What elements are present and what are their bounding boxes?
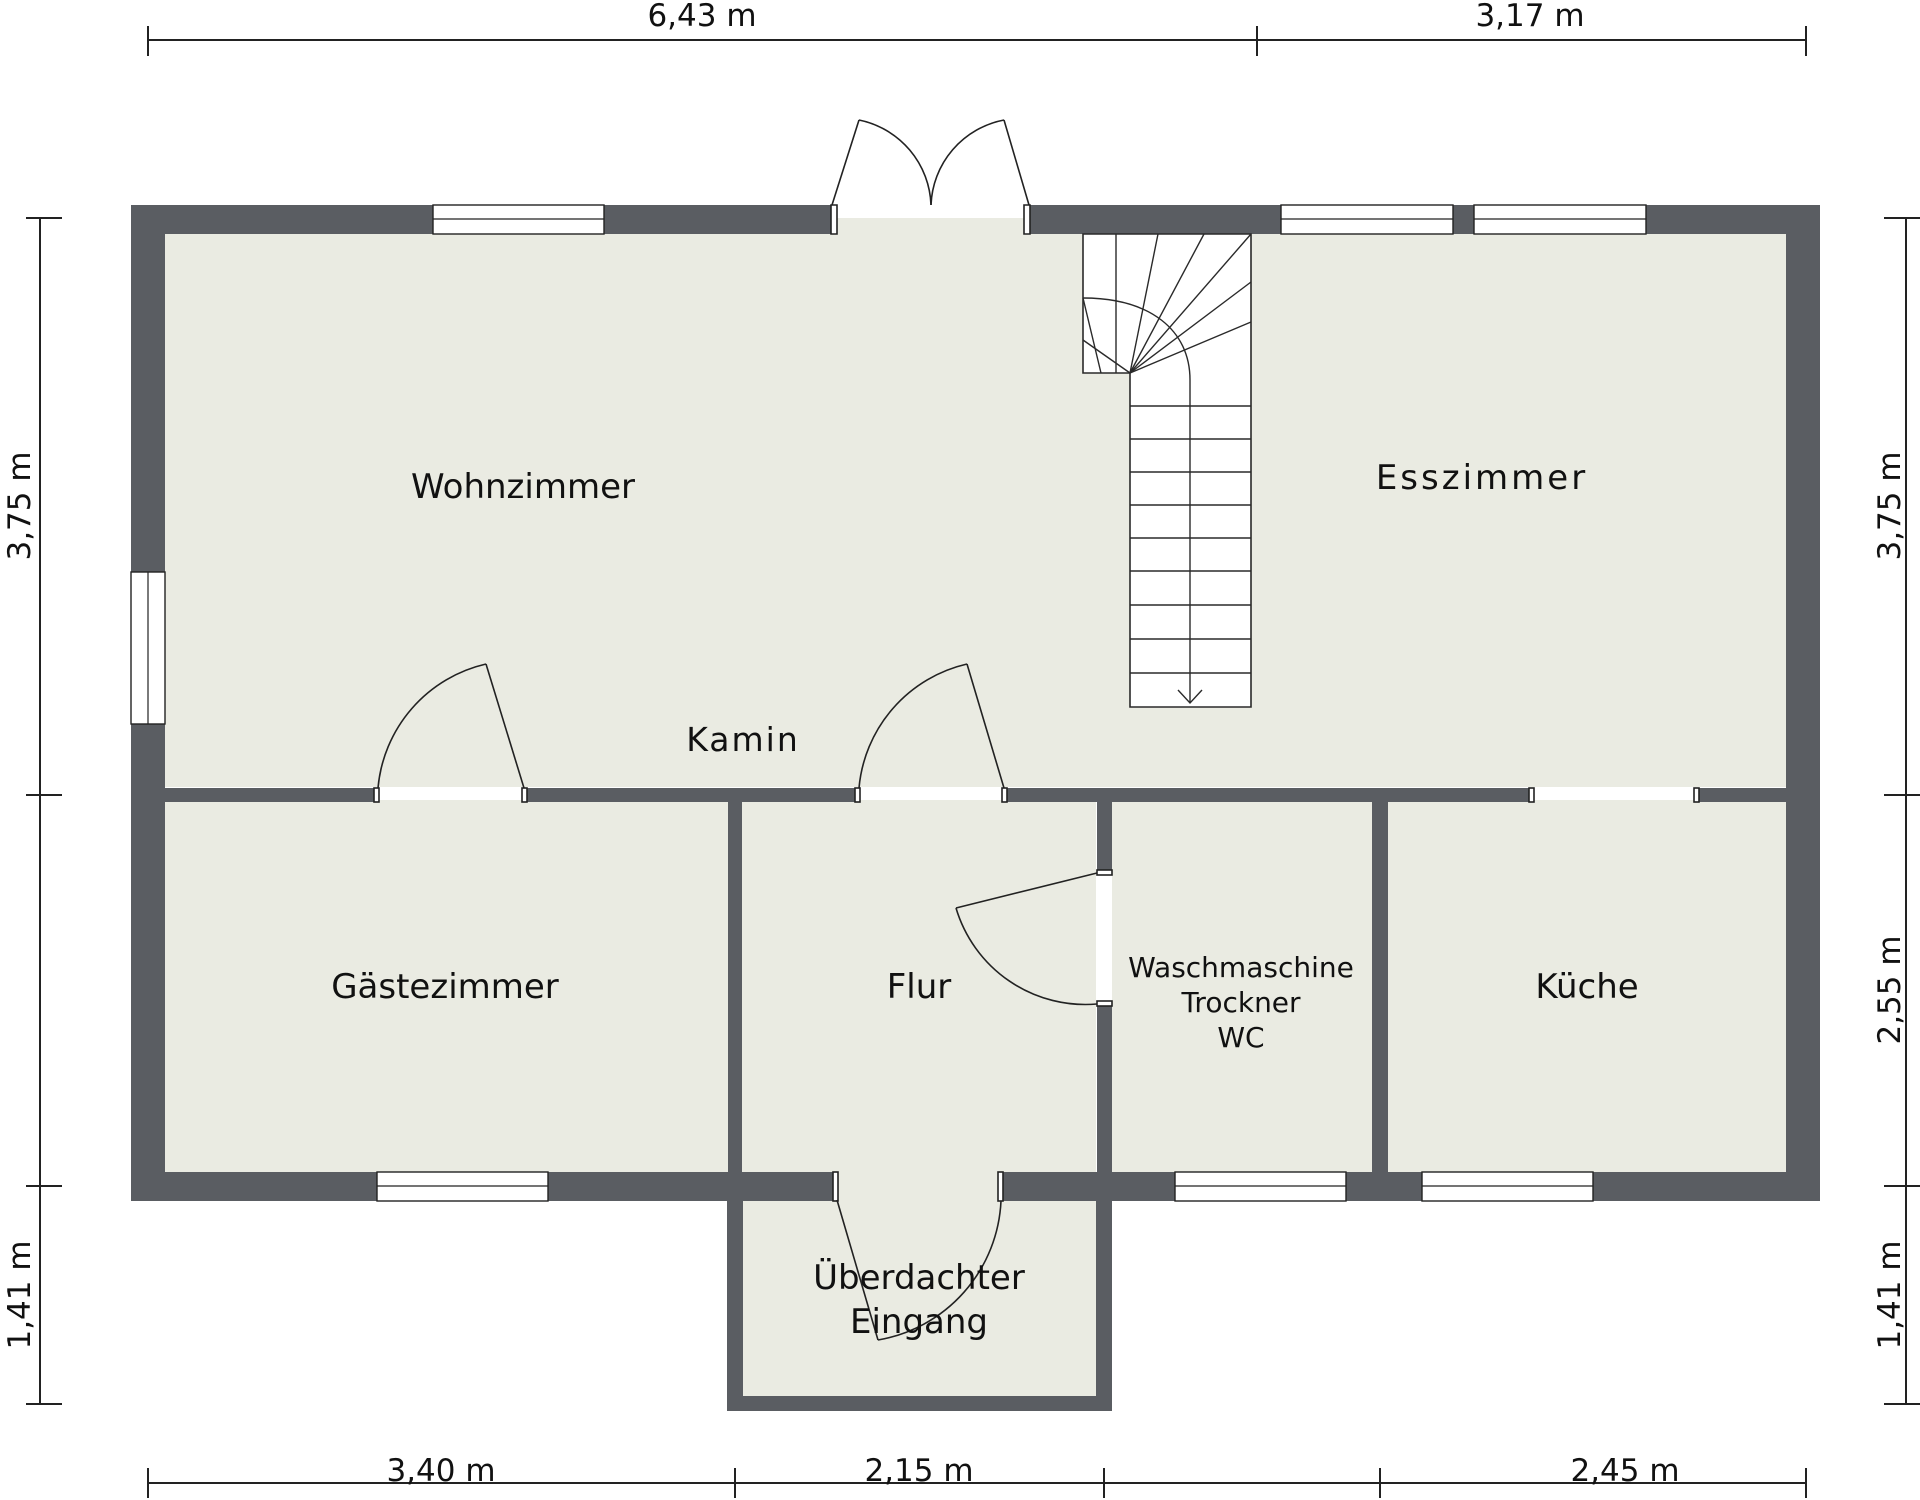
floor-areas <box>164 218 1786 1396</box>
stair-winder-3 <box>1129 233 1252 374</box>
stair-winder-8 <box>1082 339 1131 374</box>
room-eingang-line-2: Eingang <box>850 1302 988 1342</box>
dim-right-lower: 1,41 m <box>1872 1240 1908 1349</box>
floor-hwr <box>1112 800 1372 1172</box>
door-flur <box>854 663 1008 803</box>
floor-gaestezimmer <box>164 800 728 1172</box>
wall-right <box>1786 205 1820 1201</box>
staircase <box>1082 233 1252 708</box>
doors <box>373 119 1700 1341</box>
room-flur: Flur <box>887 967 952 1007</box>
stair-walkline <box>1082 297 1191 703</box>
stair-winder-7 <box>1082 297 1102 374</box>
room-kueche: Küche <box>1535 967 1638 1007</box>
dim-bottom-3: 2,45 m <box>1570 1453 1679 1489</box>
room-eingang-line-1: Überdachter <box>813 1257 1025 1298</box>
door-french-top <box>830 119 1031 235</box>
wall-middle-3 <box>1005 788 1531 802</box>
floor-kueche <box>1388 800 1786 1172</box>
dim-top-right: 3,17 m <box>1475 0 1584 34</box>
room-hwr-line-2: Trockner <box>1180 986 1301 1019</box>
window-top-3 <box>1473 204 1647 235</box>
wall-gaeste-flur <box>728 800 742 1174</box>
window-bottom-1 <box>376 1171 549 1202</box>
door-entrance <box>832 1171 1004 1341</box>
dim-right-middle: 2,55 m <box>1872 935 1908 1044</box>
wall-middle-2 <box>525 788 857 802</box>
room-kamin: Kamin <box>686 720 800 759</box>
opening-kueche <box>1528 787 1700 803</box>
windows <box>130 204 1647 1202</box>
wall-flur-hwr-top <box>1097 800 1112 872</box>
room-hwr-line-1: Waschmaschine <box>1128 951 1354 984</box>
dim-bottom-2: 2,15 m <box>864 1453 973 1489</box>
stair-winder-4 <box>1129 233 1205 374</box>
window-top-1 <box>432 204 605 235</box>
stair-winder-2 <box>1129 281 1252 374</box>
window-top-2 <box>1280 204 1454 235</box>
dimension-lines <box>26 26 1920 1498</box>
window-bottom-2 <box>1174 1171 1347 1202</box>
dim-left-upper: 3,75 m <box>2 451 38 560</box>
window-left <box>130 571 166 725</box>
dim-top-left: 6,43 m <box>647 0 756 34</box>
room-esszimmer: Esszimmer <box>1376 458 1588 498</box>
dim-left-lower: 1,41 m <box>2 1240 38 1349</box>
wall-middle-1 <box>164 788 376 802</box>
floor-door-opening-bottom <box>834 1170 1004 1204</box>
door-gaestezimmer <box>373 663 528 803</box>
wall-bottom-right <box>1003 1172 1820 1201</box>
dim-right-upper: 3,75 m <box>1872 451 1908 560</box>
wall-hwr-kueche <box>1372 800 1388 1174</box>
room-wohnzimmer: Wohnzimmer <box>411 467 635 507</box>
floor-flur <box>742 800 1096 1172</box>
window-bottom-3 <box>1421 1171 1594 1202</box>
wall-porch-right <box>1096 1199 1112 1410</box>
room-labels: Wohnzimmer Kamin Esszimmer Gästezimmer F… <box>331 458 1638 1342</box>
stair-winder-1 <box>1129 321 1252 374</box>
wall-middle-4 <box>1697 788 1787 802</box>
dim-bottom-1: 3,40 m <box>386 1453 495 1489</box>
room-gaestezimmer: Gästezimmer <box>331 967 559 1007</box>
floor-eingang <box>742 1200 1096 1396</box>
wall-porch-left <box>727 1199 743 1410</box>
floor-door-opening-top <box>834 218 1030 238</box>
stair-winder-5 <box>1129 233 1159 374</box>
door-hwr <box>955 869 1113 1007</box>
wall-flur-hwr-bottom <box>1097 1004 1112 1174</box>
room-hwr-line-3: WC <box>1217 1021 1264 1054</box>
stair-arrow <box>1177 689 1203 705</box>
floor-main <box>164 232 1786 787</box>
wall-porch-bottom <box>727 1396 1112 1411</box>
